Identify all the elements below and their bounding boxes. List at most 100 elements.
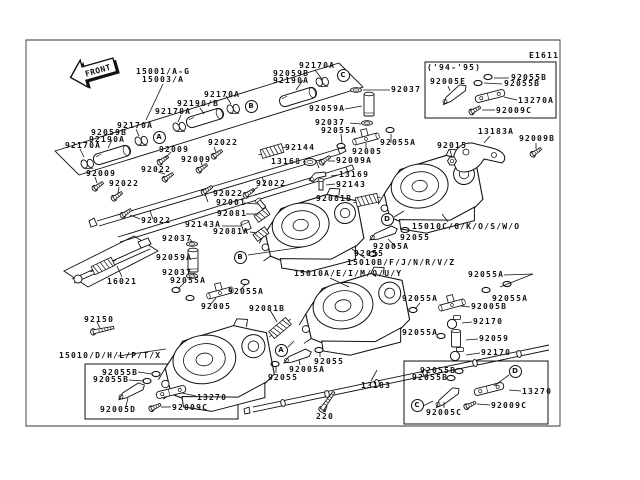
part-label-92055: 92055 xyxy=(314,357,345,366)
part-label-92190a: 92190A xyxy=(89,135,126,144)
part-label-92055a: 92055A xyxy=(170,276,207,285)
part-label-16021: 16021 xyxy=(107,277,138,286)
callout-circle-d: D xyxy=(508,364,522,378)
detail-box-94-95 xyxy=(425,62,556,118)
part-label-92081a: 92081A xyxy=(213,227,250,236)
part-label-92170: 92170 xyxy=(481,348,512,357)
leader-line xyxy=(504,97,517,100)
part-label-92005a: 92005A xyxy=(289,365,326,374)
leader-line xyxy=(466,353,480,355)
leader-line xyxy=(165,152,171,158)
part-label-92059a: 92059A xyxy=(309,104,346,113)
part-glyph-pin xyxy=(317,178,325,191)
part-label-92143a: 92143A xyxy=(185,220,222,229)
part-label-92150: 92150 xyxy=(84,315,115,324)
leader-line xyxy=(484,136,490,143)
part-label-92022: 92022 xyxy=(208,138,239,147)
part-glyph-clampT xyxy=(225,101,242,118)
callout-circle-a: A xyxy=(274,343,288,357)
callout-circle-b: B xyxy=(233,250,247,264)
part-label-92005: 92005 xyxy=(352,147,383,156)
part-glyph-clampT xyxy=(171,119,188,136)
leader-lines xyxy=(80,70,536,412)
throttle-linkage-rails xyxy=(89,147,354,242)
part-glyph-oring xyxy=(446,374,456,382)
part-label-92009a: 92009A xyxy=(336,156,373,165)
part-label-92055b: 92055B xyxy=(420,366,457,375)
part-label-92009b: 92009B xyxy=(519,134,556,143)
leader-line xyxy=(494,375,509,386)
part-label-92059a: 92059A xyxy=(156,253,193,262)
leader-line xyxy=(500,274,533,287)
part-label-92005: 92005 xyxy=(201,302,232,311)
leader-line xyxy=(423,401,433,406)
part-label-92170: 92170 xyxy=(473,317,504,326)
part-glyph-screw xyxy=(90,179,106,193)
part-glyph-nut xyxy=(447,156,457,166)
part-label-92055: 92055 xyxy=(268,373,299,382)
part-label-15010bfjnrvz: 15010B/F/J/N/R/V/Z xyxy=(347,258,456,267)
part-glyph-oring xyxy=(473,79,483,87)
part-glyph-screw xyxy=(317,153,333,167)
leader-line xyxy=(484,83,502,84)
leader-line xyxy=(270,310,277,322)
part-label-13183: 13183 xyxy=(361,381,392,390)
leader-line xyxy=(352,249,365,258)
leader-line xyxy=(97,322,100,328)
part-glyph-clamp xyxy=(449,347,464,362)
part-label-15010dhlptx: 15010/D/H/L/P/T/X xyxy=(59,351,162,360)
part-label-92055: 92055 xyxy=(400,233,431,242)
leader-line xyxy=(201,162,202,165)
part-glyph-oring xyxy=(436,332,446,340)
leader-line xyxy=(108,140,112,148)
leader-line xyxy=(248,247,303,255)
part-glyph-screw xyxy=(467,103,483,117)
carburetor-body-4 xyxy=(150,314,279,419)
leader-line xyxy=(466,339,478,340)
leader-line xyxy=(182,393,196,396)
part-glyph-bracket xyxy=(473,381,505,397)
leader-line xyxy=(252,187,258,191)
part-glyph-bracket xyxy=(474,88,506,104)
leader-line xyxy=(130,215,140,219)
part-label-92009: 92009 xyxy=(181,155,212,164)
part-label-92055a: 92055A xyxy=(402,294,439,303)
callout-circle-c: C xyxy=(410,398,424,412)
leader-line xyxy=(178,283,184,289)
part-label-13183a: 13183A xyxy=(478,127,515,136)
leader-line xyxy=(509,390,521,391)
leader-line xyxy=(214,147,216,152)
page-frame xyxy=(26,40,560,426)
part-label-92022: 92022 xyxy=(256,179,287,188)
leader-line xyxy=(117,266,122,277)
part-label-92170a: 92170A xyxy=(204,90,241,99)
leader-line xyxy=(350,123,361,124)
leader-line xyxy=(118,349,166,356)
leader-line xyxy=(296,80,303,90)
part-label-92022: 92022 xyxy=(109,179,140,188)
part-label-92190b: 92190/B xyxy=(177,99,220,108)
leader-line xyxy=(95,177,97,183)
leader-line xyxy=(146,84,163,120)
part-label-92015: 92015 xyxy=(437,141,468,150)
leader-line xyxy=(178,115,181,122)
part-label-92055b: 92055B xyxy=(412,373,449,382)
part-label-92055a: 92055A xyxy=(492,294,529,303)
leader-line xyxy=(244,203,258,204)
part-label-15010cgkoswo: 15010C/G/K/O/S/W/O xyxy=(412,222,521,231)
part-label-92022: 92022 xyxy=(141,216,172,225)
part-label-92009: 92009 xyxy=(159,145,190,154)
part-glyph-oring xyxy=(385,126,395,134)
part-label-15003a: 15003/A xyxy=(142,75,185,84)
part-glyph-clampT xyxy=(314,74,331,91)
part-glyph-springL xyxy=(265,315,295,341)
leader-line xyxy=(450,150,452,157)
leader-line xyxy=(299,360,300,365)
part-label-92081b: 92081B xyxy=(316,194,353,203)
leader-line xyxy=(190,258,197,259)
leader-line xyxy=(448,86,450,91)
leader-line xyxy=(226,96,231,104)
part-glyph-bolt xyxy=(89,323,115,336)
part-label-92144: 92144 xyxy=(285,143,316,152)
